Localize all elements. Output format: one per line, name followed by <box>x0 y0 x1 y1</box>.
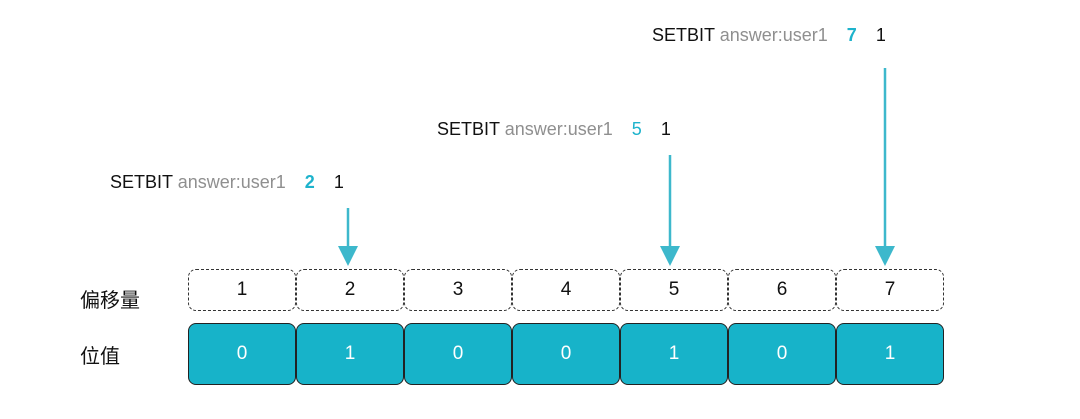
command-key: answer:user1 <box>719 25 828 45</box>
offset-cell: 1 <box>188 269 296 311</box>
command-value: 1 <box>333 172 344 192</box>
command-keyword: SETBIT <box>652 25 715 45</box>
bit-cell: 0 <box>512 323 620 385</box>
bit-cell: 0 <box>188 323 296 385</box>
setbit-command-2: SETBIT answer:user1 2 1 <box>110 172 344 193</box>
setbit-command-5: SETBIT answer:user1 5 1 <box>437 119 671 140</box>
offset-cell: 2 <box>296 269 404 311</box>
offset-cell: 3 <box>404 269 512 311</box>
offset-cell: 7 <box>836 269 944 311</box>
command-keyword: SETBIT <box>110 172 173 192</box>
command-offset: 2 <box>304 172 315 192</box>
offset-row-label: 偏移量 <box>80 288 140 312</box>
bit-cell: 1 <box>836 323 944 385</box>
command-offset: 5 <box>631 119 642 139</box>
setbit-command-7: SETBIT answer:user1 7 1 <box>652 25 886 46</box>
command-value: 1 <box>660 119 671 139</box>
command-offset: 7 <box>846 25 857 45</box>
arrowhead-offset-2 <box>338 246 358 266</box>
arrowhead-offset-5 <box>660 246 680 266</box>
bit-cell: 0 <box>404 323 512 385</box>
bit-row-label: 位值 <box>80 344 120 368</box>
command-key: answer:user1 <box>177 172 286 192</box>
offset-cell: 4 <box>512 269 620 311</box>
offset-cell: 6 <box>728 269 836 311</box>
command-key: answer:user1 <box>504 119 613 139</box>
offset-cell: 5 <box>620 269 728 311</box>
arrowhead-offset-7 <box>875 246 895 266</box>
bit-cell: 1 <box>620 323 728 385</box>
command-keyword: SETBIT <box>437 119 500 139</box>
bit-cell: 1 <box>296 323 404 385</box>
command-value: 1 <box>875 25 886 45</box>
bit-cell: 0 <box>728 323 836 385</box>
